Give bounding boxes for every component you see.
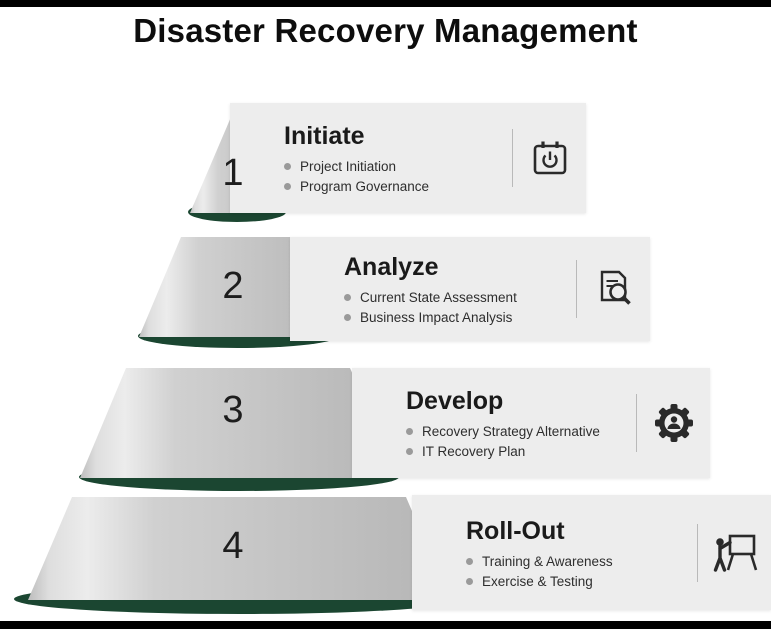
stage-card-roll-out: Roll-Out Training & Awareness Exercise &… [412, 495, 771, 610]
bullet-label: Program Governance [300, 179, 430, 194]
pyramid-level-2 [139, 237, 337, 337]
bullet-label: Training & Awareness [482, 553, 613, 569]
gear-user-icon [636, 394, 710, 452]
bullet-label: Recovery Strategy Alternative [422, 424, 600, 439]
pyramid-level-3 [80, 368, 398, 478]
card-text-block: Roll-Out Training & Awareness Exercise &… [412, 517, 697, 589]
pyramid-level-4 [28, 497, 450, 600]
bullet-label: Current State Assessment [360, 290, 517, 305]
stage-card-develop: Develop Recovery Strategy Alternative IT… [352, 368, 710, 478]
trainer-presentation-icon [697, 523, 771, 582]
bullet-item: Business Impact Analysis [344, 310, 570, 325]
bullet-dot [406, 448, 413, 455]
level-number-3: 3 [222, 389, 244, 431]
bullet-label: Business Impact Analysis [360, 310, 513, 325]
card-text-block: Analyze Current State Assessment Busines… [290, 253, 576, 325]
stage-card-initiate: Initiate Project Initiation Program Gove… [230, 103, 586, 213]
bullet-dot [284, 183, 291, 190]
bullet-label: Exercise & Testing [482, 573, 593, 589]
bullet-dot [284, 163, 291, 170]
bullet-dot [406, 428, 413, 435]
bullet-label: Project Initiation [300, 159, 397, 174]
stage-title: Analyze [344, 253, 439, 281]
bullet-item: Recovery Strategy Alternative [406, 424, 630, 439]
bullet-item: Project Initiation [284, 159, 506, 174]
bullet-item: Exercise & Testing [466, 574, 691, 589]
bullet-item: Current State Assessment [344, 290, 570, 305]
bullet-dot [466, 577, 473, 585]
document-search-icon [576, 260, 650, 318]
stage-card-analyze: Analyze Current State Assessment Busines… [290, 237, 650, 341]
bottom-border [0, 621, 771, 629]
bullet-item: IT Recovery Plan [406, 444, 630, 459]
page-title: Disaster Recovery Management [133, 12, 638, 49]
bullet-label: IT Recovery Plan [422, 444, 526, 459]
card-text-block: Develop Recovery Strategy Alternative IT… [352, 387, 636, 459]
card-text-block: Initiate Project Initiation Program Gove… [230, 122, 512, 194]
bullet-item: Program Governance [284, 179, 506, 194]
stage-title: Initiate [284, 122, 365, 150]
level-number-2: 2 [222, 265, 244, 307]
calendar-power-icon [512, 129, 586, 187]
bullet-dot [344, 314, 351, 321]
stage-title: Develop [406, 387, 504, 415]
level-number-4: 4 [222, 525, 244, 567]
bullet-item: Training & Awareness [466, 554, 691, 569]
top-border [0, 0, 771, 7]
bullet-dot [344, 294, 351, 301]
level-number-1: 1 [222, 152, 244, 194]
bullet-dot [466, 557, 473, 565]
stage-title: Roll-Out [466, 516, 565, 545]
